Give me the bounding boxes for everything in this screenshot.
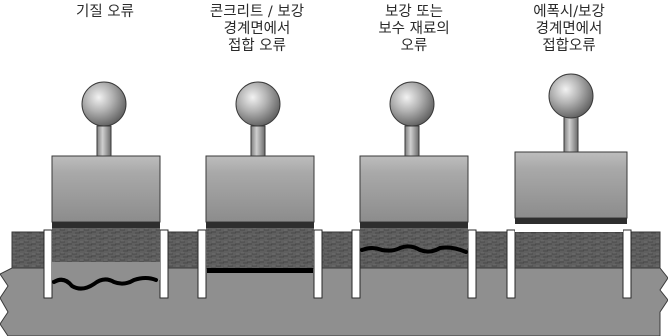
label-line: 경계면에서 xyxy=(535,21,603,37)
label-line: 오류 xyxy=(400,38,428,54)
label-line: 콘크리트 / 보강 xyxy=(209,4,305,20)
puller-2 xyxy=(205,81,315,268)
label-concrete-overlay-bond-failure: 콘크리트 / 보강 경계면에서 접합 오류 xyxy=(182,4,332,55)
label-line: 에폭시/보강 xyxy=(533,4,605,20)
epoxy-overlay-gap xyxy=(515,228,623,232)
label-line: 경계면에서 xyxy=(223,21,291,37)
failure-line-overlay xyxy=(360,244,468,254)
label-line: 접합오류 xyxy=(542,38,596,54)
label-overlay-repair-failure: 보강 또는 보수 재료의 오류 xyxy=(339,4,489,55)
puller-1 xyxy=(51,81,161,280)
label-line: 기질 오류 xyxy=(76,4,134,20)
label-line: 보강 또는 xyxy=(385,4,443,20)
failure-line-substrate xyxy=(52,276,158,291)
puller-3 xyxy=(359,81,469,248)
failure-line-interface xyxy=(207,268,313,273)
label-epoxy-overlay-bond-failure: 에폭시/보강 경계면에서 접합오류 xyxy=(494,4,644,55)
puller-4 xyxy=(514,73,628,224)
label-line: 접합 오류 xyxy=(228,38,286,54)
label-substrate-failure: 기질 오류 xyxy=(30,4,180,21)
label-line: 보수 재료의 xyxy=(378,21,450,37)
